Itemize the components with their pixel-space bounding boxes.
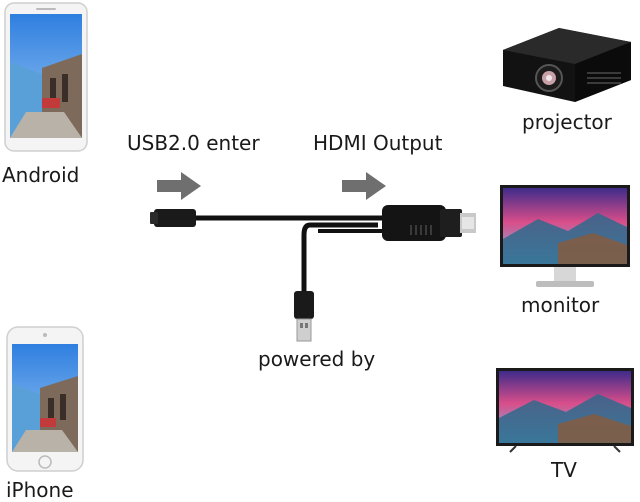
iphone xyxy=(6,326,84,472)
tv-label: TV xyxy=(551,458,577,482)
tv-image xyxy=(496,368,634,453)
projector-label: projector xyxy=(522,110,612,134)
monitor-image xyxy=(500,185,630,287)
android-label: Android xyxy=(2,163,80,187)
power-label: powered by xyxy=(258,347,376,371)
usb-input-label: USB2.0 enter xyxy=(127,131,260,155)
iphone-label: iPhone xyxy=(6,478,74,502)
right-arrow-icon xyxy=(157,172,201,200)
android-phone xyxy=(4,2,88,152)
hdmi-output-label: HDMI Output xyxy=(313,131,443,155)
monitor-label: monitor xyxy=(521,293,600,317)
projector-image xyxy=(503,28,631,102)
right-arrow-icon xyxy=(342,172,386,200)
hdmi-usb-cable xyxy=(150,205,476,342)
